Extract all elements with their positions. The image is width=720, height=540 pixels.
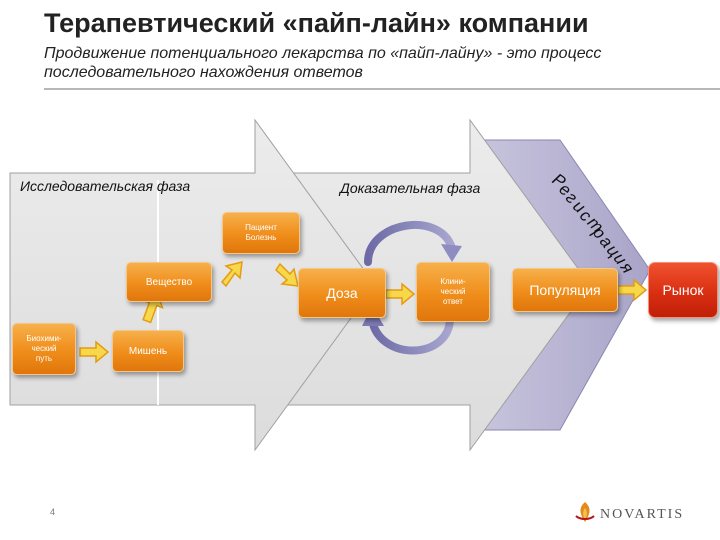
yellow-arrow-population-to-market <box>617 278 648 302</box>
yellow-arrow-dose-to-clinical <box>385 282 416 306</box>
yellow-arrow-patient-to-dose <box>275 262 299 287</box>
research-phase-label: Исследовательская фаза <box>20 178 191 194</box>
market-box: Рынок <box>648 262 718 318</box>
population-box: Популяция <box>512 268 618 312</box>
yellow-arrow-biochem-to-target <box>79 340 110 364</box>
cycle-arrow-bottom <box>368 314 454 355</box>
clinical-response-box: Клини- ческий ответ <box>416 262 490 322</box>
page-subtitle: Продвижение потенциального лекарства по … <box>44 45 602 81</box>
substance-box: Вещество <box>126 262 212 302</box>
yellow-arrow-substance-to-patient <box>220 261 243 288</box>
patient-disease-box: Пациент Болезнь <box>222 212 300 254</box>
page-title: Терапевтический «пайп-лайн» компании <box>44 8 589 38</box>
cycle-arrow-top-head <box>441 244 462 262</box>
target-box: Мишень <box>112 330 184 372</box>
novartis-flame-icon <box>575 502 595 522</box>
dose-box: Доза <box>298 268 386 318</box>
cycle-arrow-top <box>364 221 456 266</box>
proof-phase-label: Доказательная фаза <box>340 180 481 196</box>
title-divider <box>44 88 720 90</box>
biochemical-pathway-box: Биохими- ческий путь <box>12 323 76 375</box>
page-number: 4 <box>50 507 56 517</box>
novartis-logo: NOVARTIS <box>600 507 685 522</box>
